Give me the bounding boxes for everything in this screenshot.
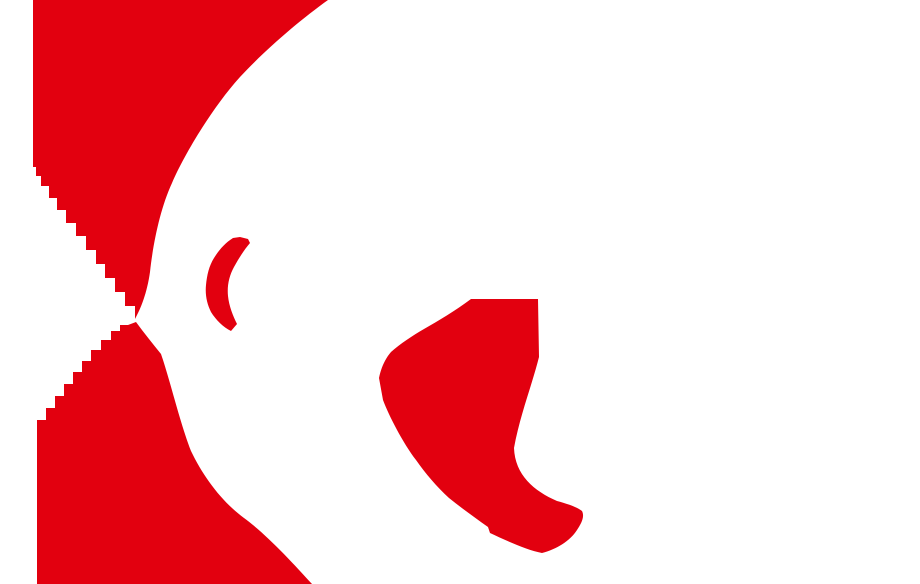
small-crescent-shape [205, 237, 250, 331]
upper-left-wedge-shape [33, 0, 328, 319]
center-swoosh-shape [379, 299, 584, 553]
lower-left-mass-shape [37, 322, 312, 584]
